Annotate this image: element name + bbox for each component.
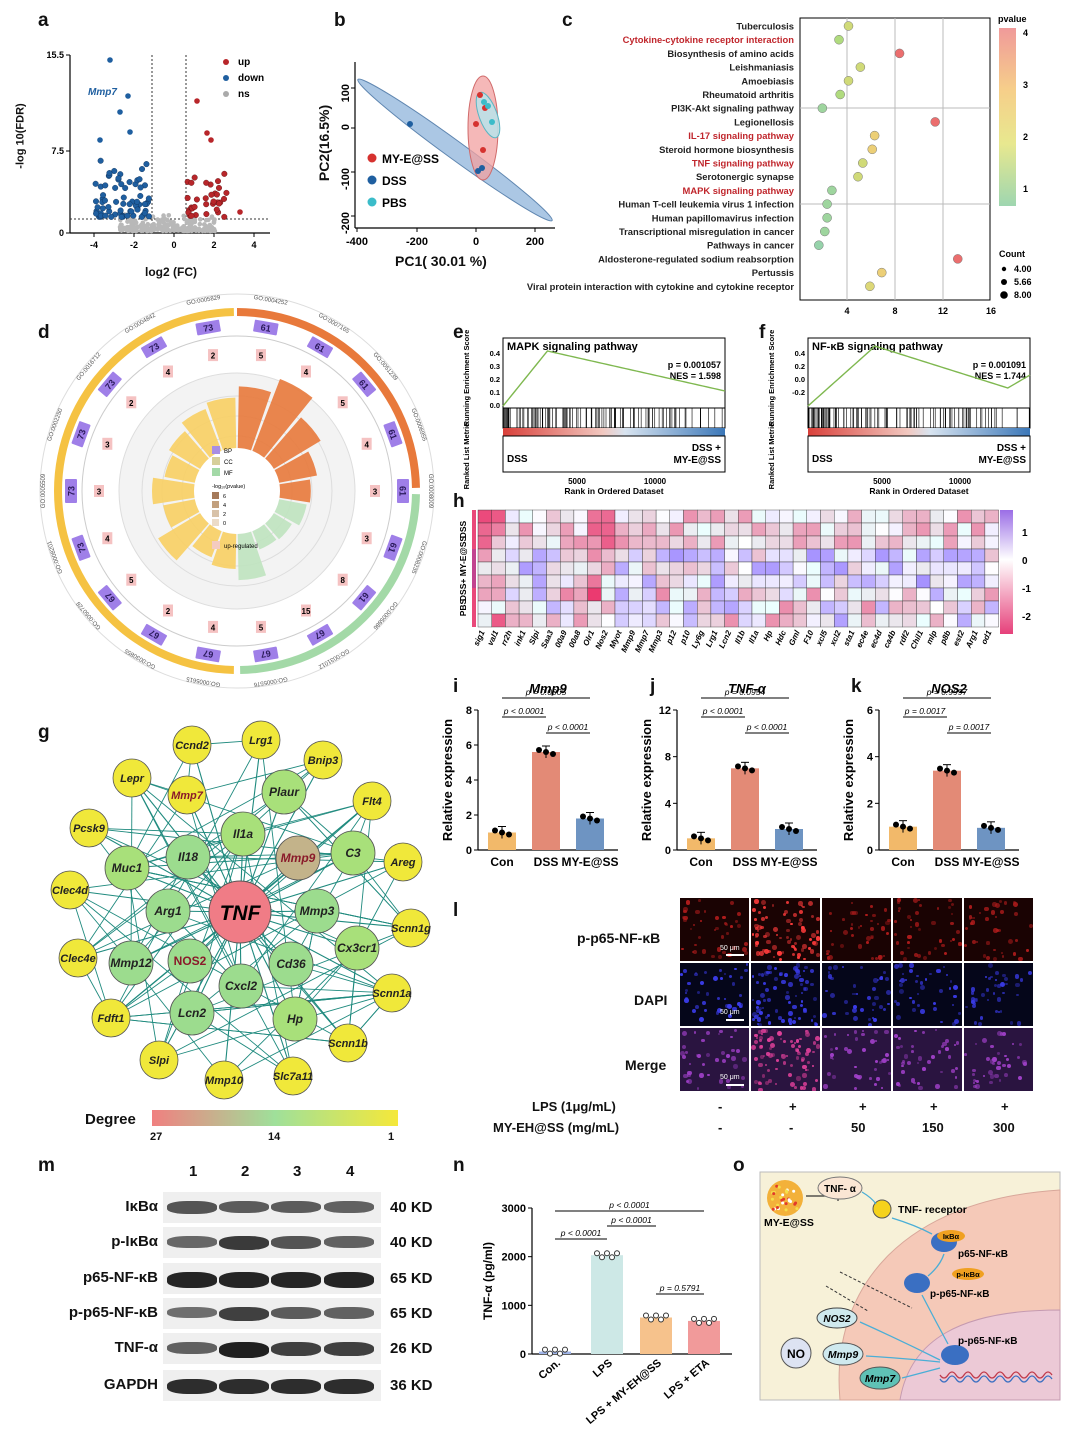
schematic-tnf-label: TNF- α xyxy=(824,1184,857,1195)
schematic-no-label: NO xyxy=(787,1347,805,1361)
schematic-mmp9-label: Mmp9 xyxy=(828,1349,858,1361)
schematic-nos2-label: NOS2 xyxy=(823,1314,851,1325)
schematic-agent-label: MY-E@SS xyxy=(764,1217,814,1229)
pp65-nuclear-shape xyxy=(941,1345,969,1365)
schematic-pikba-label: p-IκBα xyxy=(956,1270,980,1279)
schematic-pp65-label: p-p65-NF-κB xyxy=(930,1289,989,1300)
pp65-shape xyxy=(904,1273,930,1293)
schematic-pp65b-label: p-p65-NF-κB xyxy=(958,1336,1017,1347)
schematic-receptor-label: TNF- receptor xyxy=(898,1204,967,1216)
schematic-ikba-label: IκBα xyxy=(943,1232,960,1241)
schematic-mmp7-label: Mmp7 xyxy=(865,1373,896,1385)
schematic-p65-label: p65-NF-κB xyxy=(958,1249,1008,1260)
